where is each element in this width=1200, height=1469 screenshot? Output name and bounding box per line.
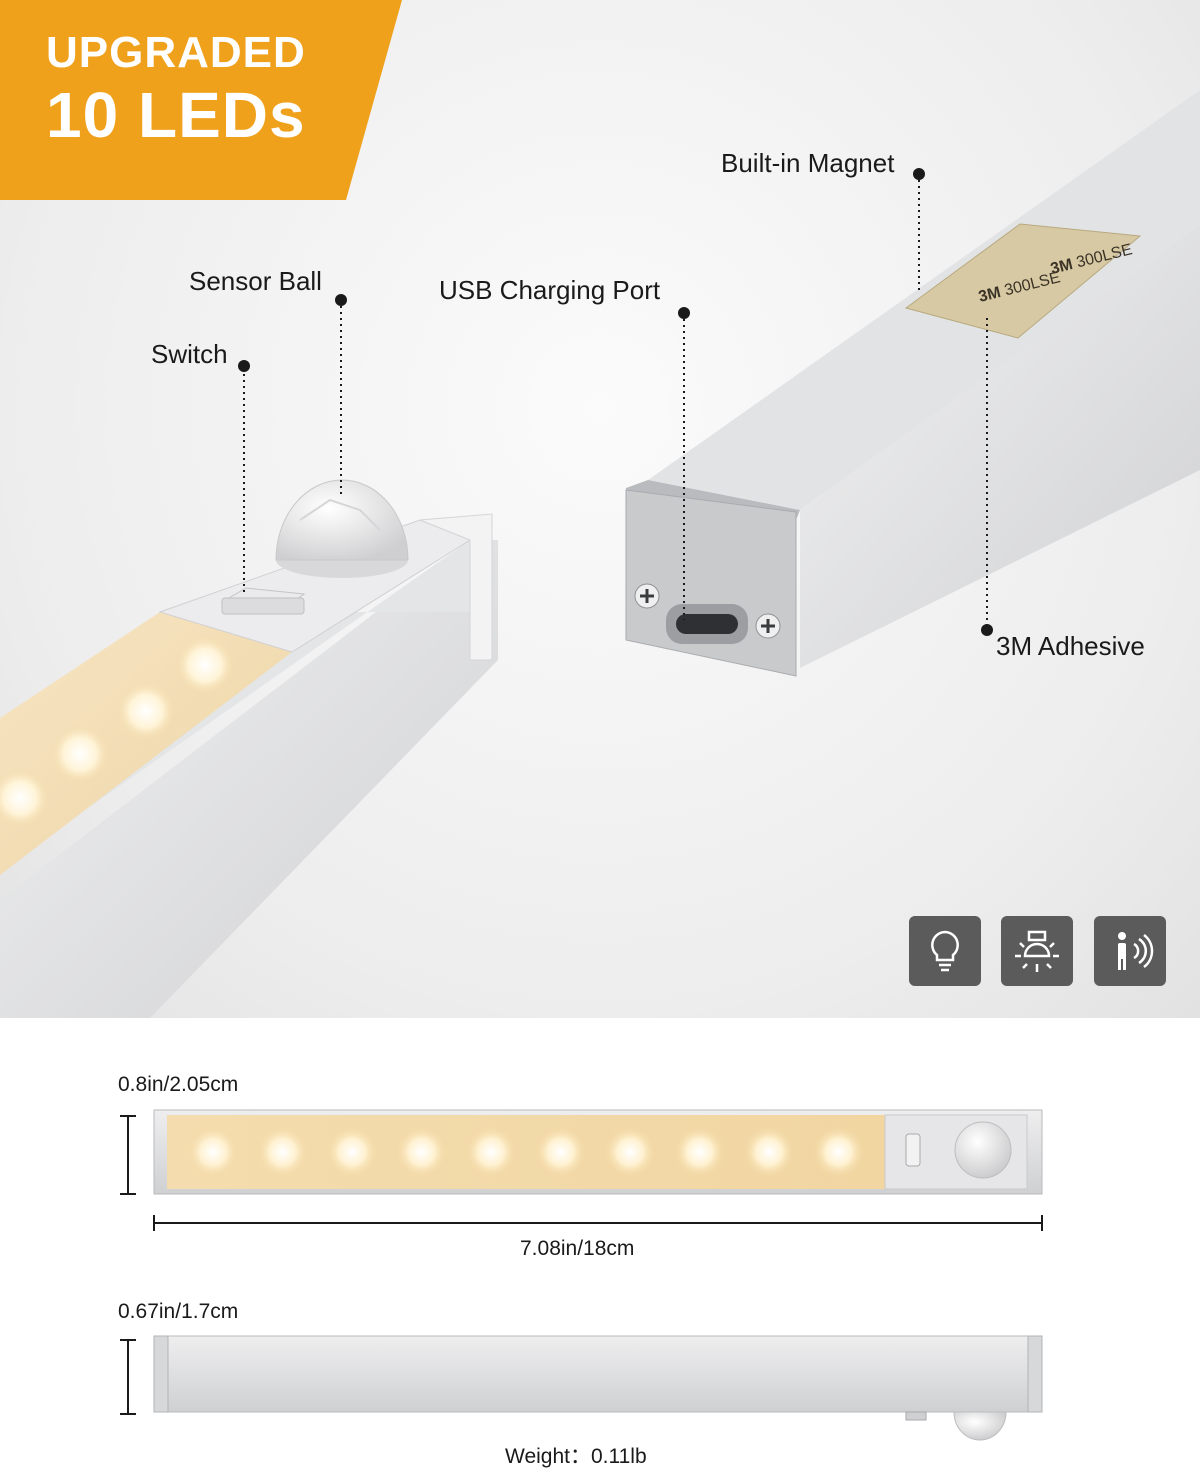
callout-lines bbox=[243, 174, 988, 630]
dimension-drawings bbox=[120, 1109, 1043, 1441]
badge-line-1: UPGRADED bbox=[46, 28, 306, 77]
right-bar-side bbox=[800, 225, 1200, 668]
led-3 bbox=[326, 1126, 378, 1178]
led-6 bbox=[534, 1126, 587, 1178]
front-height-label: 0.8in/2.05cm bbox=[118, 1073, 239, 1096]
sun-sensor-icon bbox=[1015, 930, 1059, 972]
mode-motion-sensor bbox=[1094, 916, 1166, 986]
upgrade-badge bbox=[0, 0, 402, 200]
side-height-marker bbox=[120, 1339, 136, 1415]
motion-sensor-icon bbox=[1118, 932, 1154, 970]
callout-usb-port: USB Charging Port bbox=[439, 275, 661, 305]
product-closeup-panel: 3M 300LSE 3M 300LSE UPGRADE bbox=[0, 0, 1200, 1018]
led-10 bbox=[812, 1126, 865, 1178]
front-view-leds bbox=[187, 1126, 865, 1178]
length-label: 7.08in/18cm bbox=[520, 1237, 635, 1260]
led-9 bbox=[743, 1126, 795, 1178]
side-height-label: 0.67in/1.7cm bbox=[118, 1300, 239, 1323]
usb-port bbox=[666, 604, 748, 644]
side-sensor-ball bbox=[953, 1411, 1007, 1441]
front-height-marker bbox=[120, 1115, 136, 1195]
left-bar-side bbox=[0, 540, 498, 1018]
adhesive-tape: 3M 300LSE 3M 300LSE bbox=[904, 223, 1142, 339]
led-4 bbox=[395, 1126, 448, 1178]
led-1 bbox=[187, 1126, 239, 1178]
product-closeup-illustration: 3M 300LSE 3M 300LSE bbox=[0, 90, 1200, 1018]
callout-dots bbox=[238, 168, 993, 636]
front-view-bar bbox=[153, 1109, 1043, 1195]
callout-magnet: Built-in Magnet bbox=[721, 148, 895, 178]
callout-sensor-ball: Sensor Ball bbox=[189, 266, 322, 296]
callout-adhesive: 3M Adhesive bbox=[996, 631, 1145, 661]
led-7 bbox=[604, 1126, 656, 1178]
sensor-ball bbox=[275, 479, 409, 578]
mode-light-sensor bbox=[1001, 916, 1073, 986]
front-sensor-ball bbox=[954, 1121, 1012, 1179]
mode-bulb bbox=[909, 916, 981, 986]
front-switch bbox=[905, 1133, 921, 1167]
screws bbox=[634, 583, 781, 639]
end-cap bbox=[625, 489, 797, 677]
led-8 bbox=[673, 1126, 726, 1178]
led-5 bbox=[465, 1126, 517, 1178]
switch-button bbox=[220, 587, 306, 615]
weight-label: Weight：0.11lb bbox=[505, 1445, 647, 1468]
side-view-bar bbox=[153, 1335, 1043, 1441]
length-marker bbox=[153, 1215, 1043, 1231]
bulb-icon bbox=[931, 930, 959, 972]
callout-switch: Switch bbox=[151, 339, 228, 369]
led-2 bbox=[256, 1126, 309, 1178]
badge-line-2: 10 LEDs bbox=[46, 79, 306, 151]
left-bar-leds bbox=[0, 635, 235, 828]
